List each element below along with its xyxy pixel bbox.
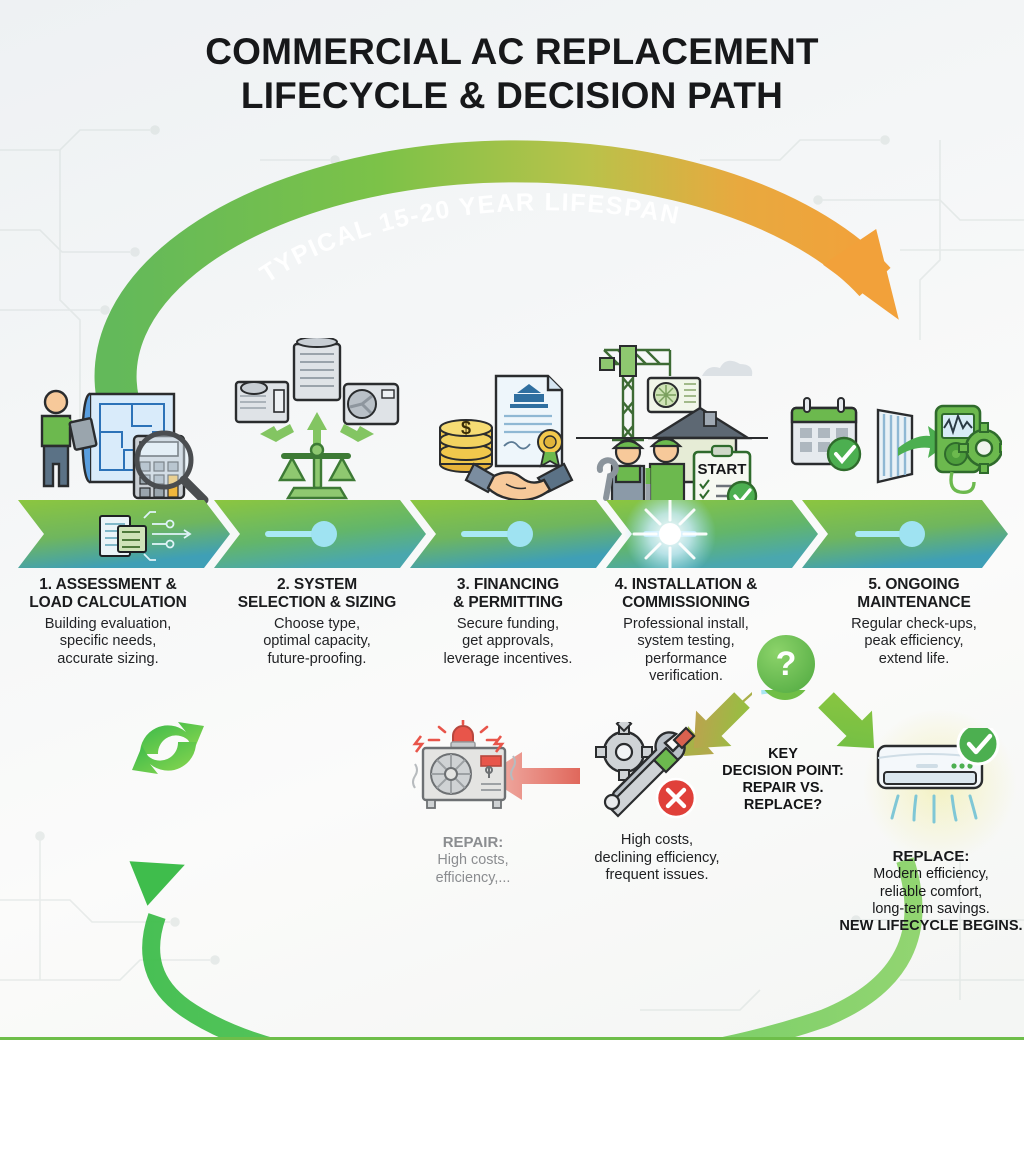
repair-heading: REPAIR: xyxy=(442,834,504,851)
repair-branch-text: REPAIR: High costs, efficiency,... xyxy=(398,834,548,887)
step-4-heading: 4. INSTALLATION & COMMISSIONING xyxy=(614,576,758,611)
replace-heading: REPLACE: xyxy=(892,848,970,865)
question-mark: ? xyxy=(775,645,797,683)
icon-hvac-units-scales xyxy=(232,336,402,508)
step-3-heading: 3. FINANCING & PERMITTING xyxy=(453,576,563,611)
replace-footer: NEW LIFECYCLE BEGINS. xyxy=(839,918,1023,935)
step-2-body: Choose type, optimal capacity, future-pr… xyxy=(263,615,371,667)
banner-node-5 xyxy=(855,521,925,547)
icon-crane-workers-checklist: START xyxy=(576,334,768,512)
new-lifecycle-loop-arrow xyxy=(142,857,923,1040)
stage-icon-row: $ xyxy=(0,330,1024,512)
icon-blueprint-calculator-inspector xyxy=(28,376,218,511)
title-line-2: LIFECYCLE & DECISION PATH xyxy=(240,75,784,117)
repair-body: High costs, efficiency,... xyxy=(435,852,511,886)
decision-point-label: KEY DECISION POINT: REPAIR VS. REPLACE? xyxy=(722,746,844,814)
banner-node-2 xyxy=(265,521,337,547)
icon-new-minisplit-check xyxy=(872,722,1012,843)
replace-body: Modern efficiency, reliable comfort, lon… xyxy=(872,866,990,917)
step-3: 3. FINANCING & PERMITTING Secure funding… xyxy=(418,576,598,668)
step-2-heading: 2. SYSTEM SELECTION & SIZING xyxy=(237,576,397,611)
step-5-body: Regular check-ups, peak efficiency, exte… xyxy=(851,615,977,667)
replace-branch-text: REPLACE: Modern efficiency, reliable com… xyxy=(838,848,1024,936)
step-caption-row: 1. ASSESSMENT & LOAD CALCULATION Buildin… xyxy=(0,576,1024,701)
failing-system-text: High costs, declining efficiency, freque… xyxy=(594,832,720,884)
install-start-label: START xyxy=(698,461,747,478)
step-5: 5. ONGOING MAINTENANCE Regular check-ups… xyxy=(818,576,1010,668)
step-2: 2. SYSTEM SELECTION & SIZING Choose type… xyxy=(222,576,412,668)
step-3-body: Secure funding, get approvals, leverage … xyxy=(443,615,573,667)
step-4: 4. INSTALLATION & COMMISSIONING Professi… xyxy=(592,576,780,686)
banner-node-3 xyxy=(461,521,533,547)
icon-gear-wrench-error xyxy=(590,715,710,827)
decision-zone: ? ? xyxy=(0,635,1024,1040)
banner-node-1 xyxy=(99,511,192,561)
decision-question-node xyxy=(764,690,806,700)
step-1: 1. ASSESSMENT & LOAD CALCULATION Buildin… xyxy=(8,576,208,668)
arc-arrowhead xyxy=(823,228,899,320)
step-4-body: Professional install, system testing, pe… xyxy=(623,615,749,685)
step-1-body: Building evaluation, specific needs, acc… xyxy=(44,615,172,667)
banner-node-4 xyxy=(624,488,716,580)
page-title: COMMERCIAL AC REPLACEMENT LIFECYCLE & DE… xyxy=(0,30,1024,119)
loop-arrowhead xyxy=(129,861,185,906)
icon-recycle-loop xyxy=(118,698,218,803)
icon-calendar-filter-diagnostic xyxy=(786,392,1010,507)
process-chevron-banner xyxy=(18,488,1008,580)
repair-red-arrow xyxy=(484,752,580,800)
lifespan-arc: TYPICAL 15-20 YEAR LIFESPAN xyxy=(0,130,1024,430)
icon-coins-permit-handshake: $ xyxy=(436,372,594,505)
footer-strip xyxy=(0,1037,1024,1154)
step-5-heading: 5. ONGOING MAINTENANCE xyxy=(857,576,971,611)
svg-text:$: $ xyxy=(461,418,471,438)
title-line-1: COMMERCIAL AC REPLACEMENT xyxy=(205,31,819,72)
icon-failing-ac-alarm xyxy=(405,714,535,825)
decision-question-badge: ? xyxy=(757,635,815,693)
step-1-heading: 1. ASSESSMENT & LOAD CALCULATION xyxy=(29,576,187,611)
